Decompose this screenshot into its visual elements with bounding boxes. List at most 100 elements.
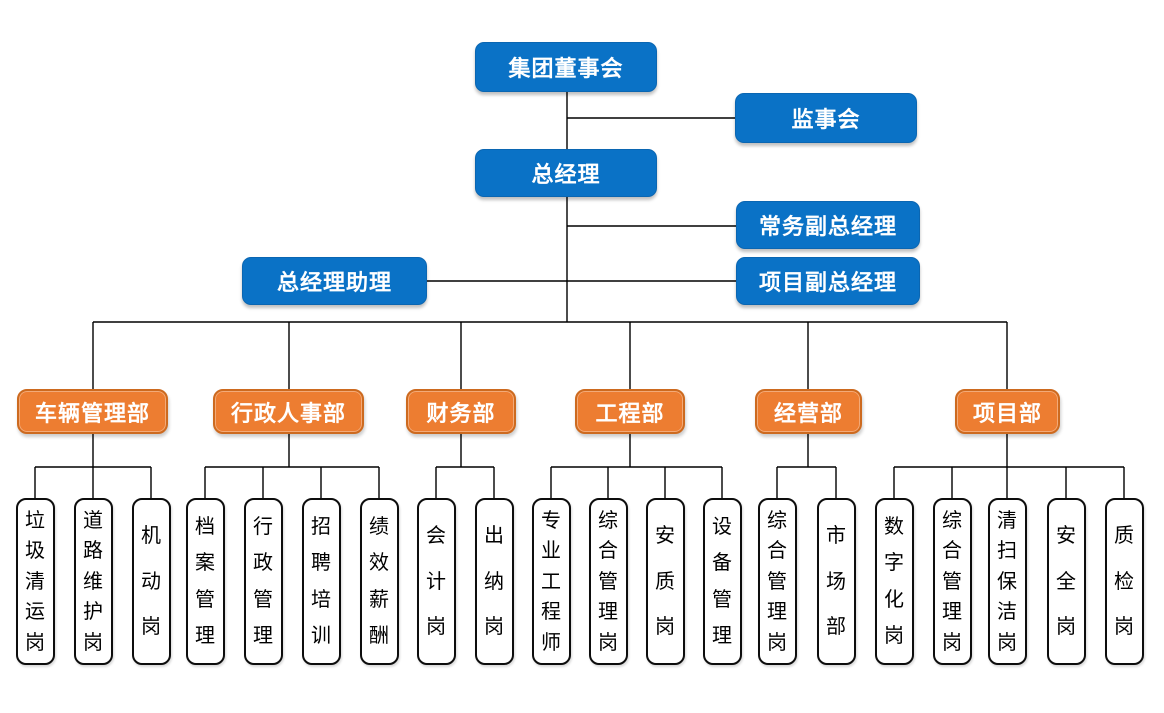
position-label-char: 岗: [767, 631, 787, 654]
node-dept-admin-hr-label: 行政人事部: [230, 400, 346, 426]
position-label-char: 检: [1114, 570, 1134, 593]
position-label-char: 备: [712, 552, 732, 575]
position-label-char: 市: [826, 524, 846, 547]
position-label-char: 扫: [997, 540, 1017, 562]
node-pos-project-2: 清扫保洁岗: [987, 498, 1027, 665]
position-label-char: 岗: [1114, 616, 1134, 639]
node-pos-project-0: 数字化岗: [874, 498, 914, 665]
node-dept-finance-label: 财务部: [426, 400, 496, 426]
position-label-char: 计: [426, 570, 446, 593]
position-label-char: 理: [598, 601, 618, 623]
node-dept-engineering: 工程部: [575, 389, 685, 434]
position-label-char: 岗: [484, 616, 504, 639]
node-gm-assistant-label: 总经理助理: [276, 270, 392, 295]
position-label-char: 聘: [311, 552, 331, 575]
position-label-char: 培: [311, 588, 331, 611]
position-label-char: 行: [253, 515, 273, 538]
node-pos-adminhr-3: 绩效薪酬: [359, 498, 399, 665]
position-label-char: 理: [195, 625, 215, 648]
node-board-label: 集团董事会: [508, 56, 624, 81]
node-pos-adminhr-1: 行政管理: [243, 498, 283, 665]
position-label-char: 字: [884, 552, 904, 575]
position-label-char: 纳: [484, 570, 504, 593]
position-label-char: 清: [25, 570, 45, 593]
position-label-char: 动: [141, 570, 161, 593]
position-label-char: 训: [311, 625, 331, 648]
connector-position-drops: [34, 467, 1125, 498]
position-label-char: 合: [598, 540, 618, 562]
node-dept-vehicle-management-label: 车辆管理部: [34, 400, 150, 426]
node-general-manager-label: 总经理: [531, 162, 601, 187]
node-dept-operations: 经营部: [755, 389, 862, 434]
position-label-char: 专: [541, 509, 561, 532]
node-dept-admin-hr: 行政人事部: [213, 389, 364, 434]
position-label-char: 岗: [942, 631, 962, 654]
position-label-char: 理: [942, 601, 962, 623]
position-label-char: 岗: [598, 631, 618, 654]
position-label-char: 档: [195, 515, 215, 538]
position-label-char: 管: [712, 588, 732, 611]
node-project-deputy-gm-label: 项目副总经理: [758, 270, 897, 295]
position-label-char: 岗: [655, 616, 675, 639]
node-dept-project-label: 项目部: [972, 400, 1042, 426]
node-gm-assistant: 总经理助理: [242, 257, 427, 305]
position-label-char: 工: [541, 570, 561, 593]
node-pos-finance-1: 出纳岗: [474, 498, 514, 665]
node-dept-finance: 财务部: [406, 389, 516, 434]
position-label-char: 场: [826, 570, 846, 593]
node-dept-project: 项目部: [955, 389, 1060, 434]
node-pos-operations-1: 市场部: [816, 498, 856, 665]
node-dept-vehicle-management: 车辆管理部: [17, 389, 168, 434]
position-label-char: 管: [598, 570, 618, 593]
position-label-char: 保: [997, 570, 1017, 593]
position-label-char: 垃: [25, 509, 45, 532]
connector-executive-links: [427, 92, 736, 322]
position-label-char: 管: [195, 588, 215, 611]
node-supervisory-board-label: 监事会: [791, 107, 861, 132]
position-label-char: 综: [767, 509, 787, 532]
position-label-char: 安: [1056, 524, 1076, 547]
position-label-char: 合: [942, 540, 962, 562]
position-label-char: 岗: [83, 631, 103, 654]
position-label-char: 绩: [369, 515, 389, 538]
connector-sub-buses: [35, 434, 1124, 468]
node-pos-engineering-1: 综合管理岗: [588, 498, 628, 665]
node-pos-project-3: 安全岗: [1046, 498, 1086, 665]
connector-department-drops: [92, 322, 1008, 389]
position-label-char: 理: [767, 601, 787, 623]
position-label-char: 薪: [369, 588, 389, 611]
position-label-char: 业: [541, 540, 561, 562]
position-label-char: 案: [195, 552, 215, 575]
position-label-char: 机: [141, 524, 161, 547]
position-label-char: 路: [83, 540, 103, 562]
position-label-char: 部: [826, 616, 846, 639]
position-label-char: 安: [655, 524, 675, 547]
position-label-char: 数: [884, 515, 904, 538]
node-pos-engineering-0: 专业工程师: [531, 498, 571, 665]
position-label-char: 岗: [141, 616, 161, 639]
position-label-char: 程: [541, 601, 561, 623]
position-label-char: 化: [884, 588, 904, 611]
node-pos-vehicle-1: 道路维护岗: [73, 498, 113, 665]
node-pos-adminhr-2: 招聘培训: [301, 498, 341, 665]
position-label-char: 合: [767, 540, 787, 562]
position-label-char: 综: [598, 509, 618, 532]
position-label-char: 质: [655, 570, 675, 593]
node-dept-engineering-label: 工程部: [595, 400, 665, 426]
node-pos-project-4: 质检岗: [1104, 498, 1144, 665]
position-label-char: 招: [311, 515, 331, 538]
node-executive-deputy-gm-label: 常务副总经理: [758, 214, 897, 239]
position-label-char: 全: [1056, 570, 1076, 593]
position-label-char: 管: [767, 570, 787, 593]
position-label-char: 岗: [884, 625, 904, 648]
node-board: 集团董事会: [475, 42, 657, 92]
position-label-char: 管: [942, 570, 962, 593]
node-pos-finance-0: 会计岗: [416, 498, 456, 665]
node-pos-project-1: 综合管理岗: [932, 498, 972, 665]
position-label-char: 维: [83, 570, 103, 593]
position-label-char: 师: [541, 631, 561, 654]
node-pos-operations-0: 综合管理岗: [757, 498, 797, 665]
position-label-char: 效: [369, 552, 389, 575]
